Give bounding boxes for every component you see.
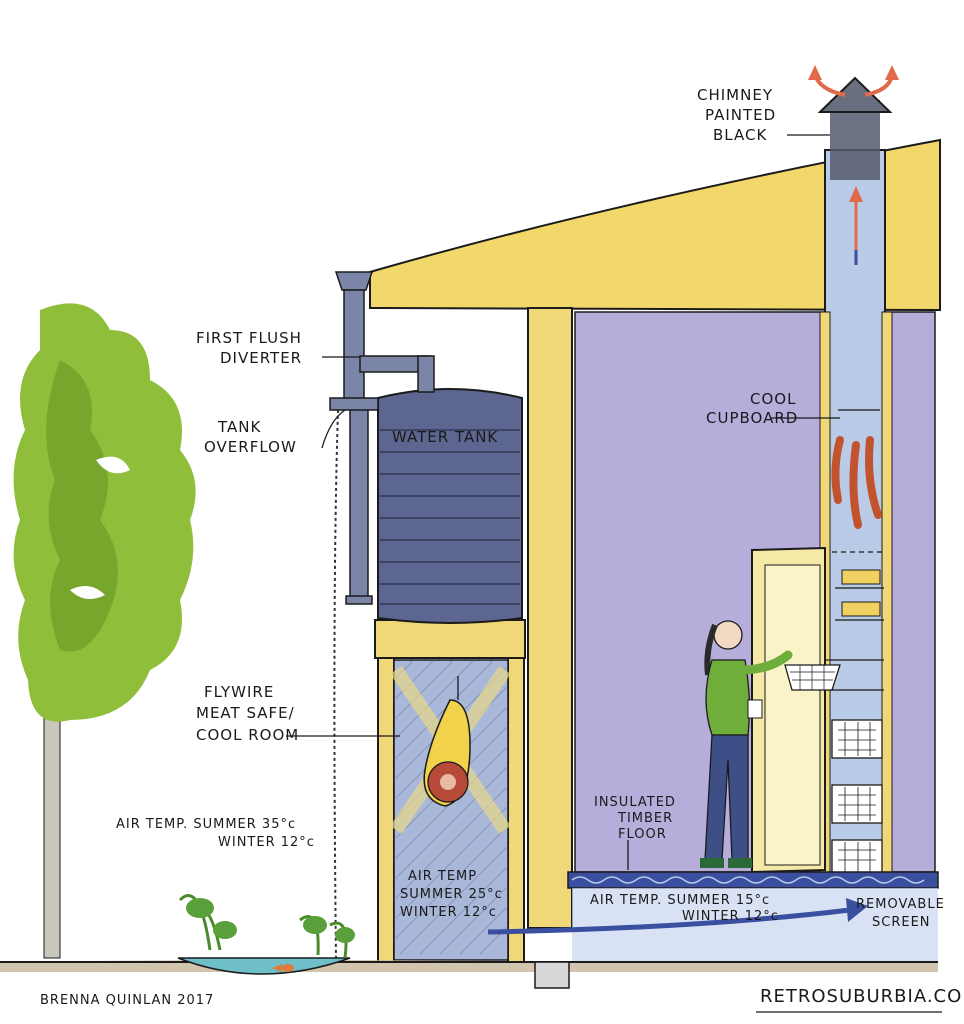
label-floor-2: TIMBER bbox=[617, 811, 673, 826]
house-post bbox=[527, 307, 573, 929]
person-reaching-into-cupboard bbox=[700, 620, 841, 868]
label-chimney-3: BLACK bbox=[713, 126, 767, 144]
pond bbox=[177, 894, 355, 975]
label-outside-air-1: AIR TEMP. SUMMER 35°c bbox=[116, 817, 296, 832]
insulated-timber-floor bbox=[567, 871, 939, 889]
label-first-flush-1: FIRST FLUSH bbox=[196, 329, 302, 347]
hanging-sausages bbox=[831, 409, 882, 529]
label-inside-air-2: WINTER 12°c bbox=[682, 909, 779, 924]
label-meat-safe-3: COOL ROOM bbox=[196, 726, 299, 744]
label-outside-air-2: WINTER 12°c bbox=[218, 835, 315, 850]
cupboard-right-rail bbox=[881, 311, 893, 873]
label-water-tank: WATER TANK bbox=[392, 428, 498, 446]
water-tank bbox=[377, 388, 523, 624]
first-flush-diverter bbox=[329, 271, 435, 605]
label-safe-air-2: SUMMER 25°c bbox=[400, 887, 503, 902]
heat-exhaust-arrows bbox=[808, 65, 899, 97]
stand-left-leg bbox=[377, 657, 395, 963]
basket-shelves bbox=[800, 659, 884, 875]
artist-credit: BRENNA QUINLAN 2017 bbox=[40, 993, 214, 1008]
label-first-flush-2: DIVERTER bbox=[220, 349, 302, 367]
label-chimney-2: PAINTED bbox=[705, 106, 776, 124]
hanging-ham bbox=[423, 676, 471, 807]
post-footing bbox=[534, 961, 570, 989]
tree bbox=[13, 303, 196, 959]
label-floor-1: INSULATED bbox=[594, 795, 676, 810]
label-safe-air-1: AIR TEMP bbox=[408, 869, 477, 884]
label-chimney-1: CHIMNEY bbox=[697, 86, 773, 104]
label-meat-safe-2: MEAT SAFE/ bbox=[196, 704, 295, 722]
rising-air-arrow bbox=[849, 186, 863, 265]
label-safe-air-3: WINTER 12°c bbox=[400, 905, 497, 920]
chimney-black-top bbox=[830, 100, 880, 180]
label-screen-1: REMOVABLE bbox=[856, 897, 945, 912]
label-meat-safe-1: FLYWIRE bbox=[204, 683, 274, 701]
website-credit: RETROSUBURBIA.COM bbox=[760, 986, 964, 1007]
label-floor-3: FLOOR bbox=[618, 827, 667, 842]
cool-airflow-arrow bbox=[487, 898, 868, 935]
cheese-shelves bbox=[832, 551, 884, 621]
overflow-chain bbox=[333, 409, 339, 961]
label-cool-cupboard-2: CUPBOARD bbox=[706, 409, 798, 427]
stand-right-leg bbox=[507, 657, 525, 963]
label-tank-overflow-1: TANK bbox=[217, 418, 261, 436]
label-tank-overflow-2: OVERFLOW bbox=[204, 438, 297, 456]
roof bbox=[369, 138, 941, 312]
label-screen-2: SCREEN bbox=[872, 915, 931, 930]
label-cool-cupboard-1: COOL bbox=[750, 390, 796, 408]
tank-stand bbox=[374, 619, 526, 659]
label-inside-air-1: AIR TEMP. SUMMER 15°c bbox=[590, 893, 770, 908]
leader-lines bbox=[286, 134, 840, 870]
chimney-cap bbox=[817, 76, 893, 113]
